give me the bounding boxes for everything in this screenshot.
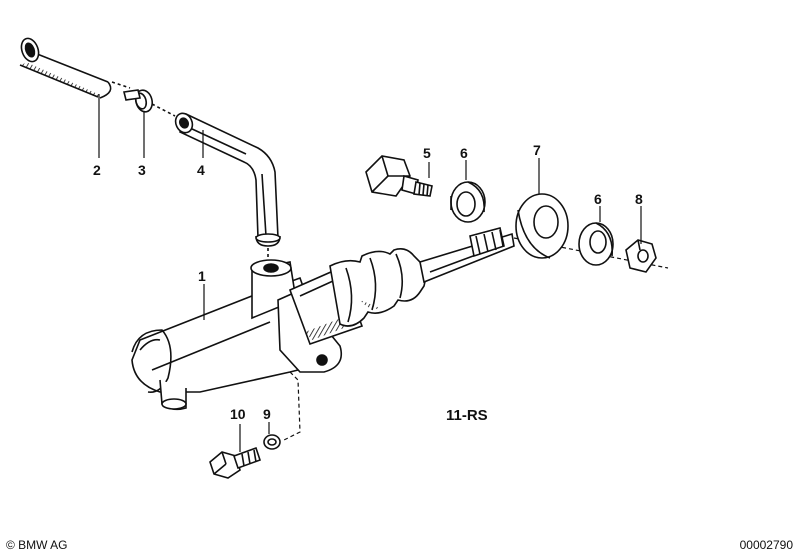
- part-nut: [625, 239, 657, 273]
- copyright-notice: © BMW AG: [6, 538, 68, 552]
- part-master-cylinder: [131, 227, 515, 411]
- callout-1: 1: [198, 268, 206, 284]
- part-bolt: [365, 155, 433, 197]
- callout-6a: 6: [460, 145, 468, 161]
- part-spring-washer: [263, 434, 281, 450]
- callout-5: 5: [423, 145, 431, 161]
- callout-9: 9: [263, 406, 271, 422]
- callout-10: 10: [230, 406, 246, 422]
- callouts: 2 3 4 1 5 6 7 6 8 9 10 11-RS: [93, 142, 643, 424]
- part-hose-clamp: [123, 89, 176, 117]
- screw-assembly-path: [283, 371, 301, 441]
- callout-3: 3: [138, 162, 146, 178]
- callout-6b: 6: [594, 191, 602, 207]
- callout-4: 4: [197, 162, 205, 178]
- part-screw: [209, 446, 262, 479]
- callout-7: 7: [533, 142, 541, 158]
- part-bent-pipe: [174, 112, 281, 268]
- part-hose: [19, 37, 131, 99]
- part-washer-a: [450, 181, 486, 223]
- group-label: 11-RS: [446, 407, 488, 424]
- part-ring: [515, 193, 569, 259]
- callout-8: 8: [635, 191, 643, 207]
- part-washer-b: [578, 222, 614, 266]
- diagram-id: 00002790: [739, 538, 793, 552]
- callout-2: 2: [93, 162, 101, 178]
- leader-lines: [98, 94, 642, 452]
